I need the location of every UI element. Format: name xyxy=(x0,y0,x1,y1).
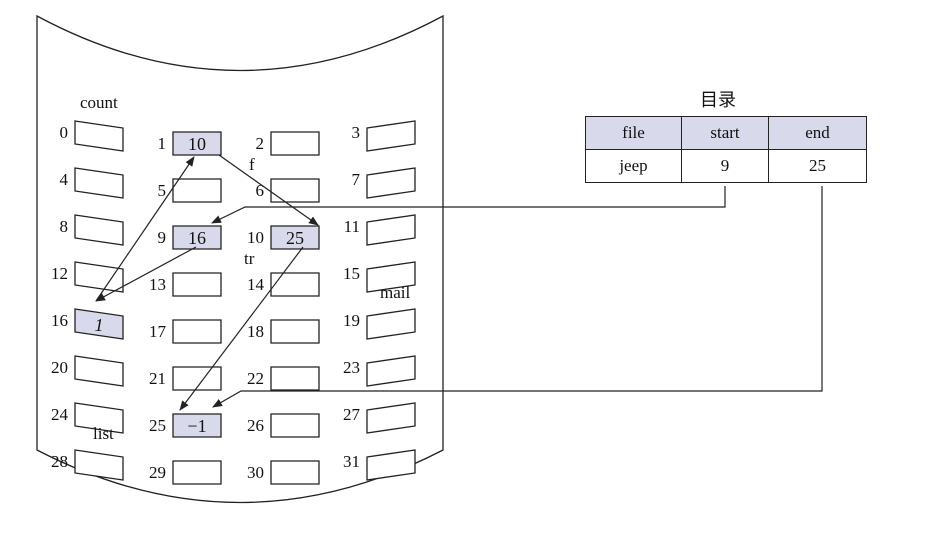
block-0-box xyxy=(74,120,124,152)
block-10-number: 10 xyxy=(247,228,264,247)
header-file: file xyxy=(585,116,682,150)
block-10-box xyxy=(270,225,320,250)
block-22-box xyxy=(270,366,320,391)
cell-file: jeep xyxy=(585,149,682,183)
link-start-to-9 xyxy=(211,186,726,224)
block-10-value: 25 xyxy=(286,228,304,248)
block-2-box xyxy=(270,131,320,156)
block-23-number: 23 xyxy=(343,358,360,377)
block-6-box xyxy=(270,178,320,203)
block-27-number: 27 xyxy=(343,405,361,424)
block-1-box xyxy=(172,131,222,156)
block-30-number: 30 xyxy=(247,463,264,482)
block-12-number: 12 xyxy=(51,264,68,283)
cell-start: 9 xyxy=(681,149,769,183)
link-1-to-10 xyxy=(218,154,319,226)
block-20-box xyxy=(74,355,124,387)
block-25-value: −1 xyxy=(187,416,206,436)
block-29-box xyxy=(172,460,222,485)
block-13-box xyxy=(172,272,222,297)
directory-entry-row: jeep 9 25 xyxy=(585,149,867,183)
link-10-to-25 xyxy=(179,246,304,411)
link-end-to-25 xyxy=(212,186,823,408)
directory-title: 目录 xyxy=(700,90,736,111)
block-30-box xyxy=(270,460,320,485)
block-4-number: 4 xyxy=(60,170,69,189)
block-24-box xyxy=(74,402,124,434)
block-26-box xyxy=(270,413,320,438)
block-27-box xyxy=(366,402,416,434)
block-14-number: 14 xyxy=(247,275,265,294)
block-20-number: 20 xyxy=(51,358,68,377)
block-19-number: 19 xyxy=(343,311,360,330)
label-list: list xyxy=(93,424,114,443)
directory-table: file start end jeep 9 25 xyxy=(585,116,867,183)
block-14-box xyxy=(270,272,320,297)
block-23-box xyxy=(366,355,416,387)
link-9-to-16 xyxy=(95,246,197,302)
block-17-box xyxy=(172,319,222,344)
block-3-number: 3 xyxy=(352,123,361,142)
block-21-box xyxy=(172,366,222,391)
block-13-number: 13 xyxy=(149,275,166,294)
block-31-number: 31 xyxy=(343,452,360,471)
block-18-number: 18 xyxy=(247,322,264,341)
disk-cylinder xyxy=(36,14,444,504)
block-5-number: 5 xyxy=(158,181,167,200)
block-1-value: 10 xyxy=(188,134,206,154)
block-1-number: 1 xyxy=(158,134,167,153)
block-11-number: 11 xyxy=(344,217,360,236)
block-7-number: 7 xyxy=(352,170,361,189)
block-21-number: 21 xyxy=(149,369,166,388)
block-11-box xyxy=(366,214,416,246)
block-25-number: 25 xyxy=(149,416,166,435)
label-tr: tr xyxy=(244,249,255,268)
directory-header-row: file start end xyxy=(585,116,867,150)
label-mail: mail xyxy=(380,283,410,302)
block-28-number: 28 xyxy=(51,452,68,471)
block-15-box xyxy=(366,261,416,293)
block-4-box xyxy=(74,167,124,199)
header-start: start xyxy=(681,116,769,150)
block-31-box xyxy=(366,449,416,481)
block-8-number: 8 xyxy=(60,217,69,236)
block-17-number: 17 xyxy=(149,322,167,341)
block-7-box xyxy=(366,167,416,199)
block-19-box xyxy=(366,308,416,340)
block-22-number: 22 xyxy=(247,369,264,388)
block-9-number: 9 xyxy=(158,228,167,247)
block-8-box xyxy=(74,214,124,246)
block-0-number: 0 xyxy=(60,123,69,142)
cell-end: 25 xyxy=(768,149,867,183)
header-end: end xyxy=(768,116,867,150)
link-16-to-1 xyxy=(95,156,195,302)
label-count: count xyxy=(80,93,118,112)
block-2-number: 2 xyxy=(256,134,265,153)
block-12-box xyxy=(74,261,124,293)
block-18-box xyxy=(270,319,320,344)
block-3-box xyxy=(366,120,416,152)
block-29-number: 29 xyxy=(149,463,166,482)
block-16-number: 16 xyxy=(51,311,68,330)
block-15-number: 15 xyxy=(343,264,360,283)
label-f: f xyxy=(249,155,255,174)
block-26-number: 26 xyxy=(247,416,264,435)
block-16-value: 1 xyxy=(95,315,104,335)
block-24-number: 24 xyxy=(51,405,69,424)
block-5-box xyxy=(172,178,222,203)
block-9-box xyxy=(172,225,222,250)
block-28-box xyxy=(74,449,124,481)
block-9-value: 16 xyxy=(188,228,206,248)
block-16-box xyxy=(74,308,124,340)
block-6-number: 6 xyxy=(256,181,265,200)
block-25-box xyxy=(172,413,222,438)
